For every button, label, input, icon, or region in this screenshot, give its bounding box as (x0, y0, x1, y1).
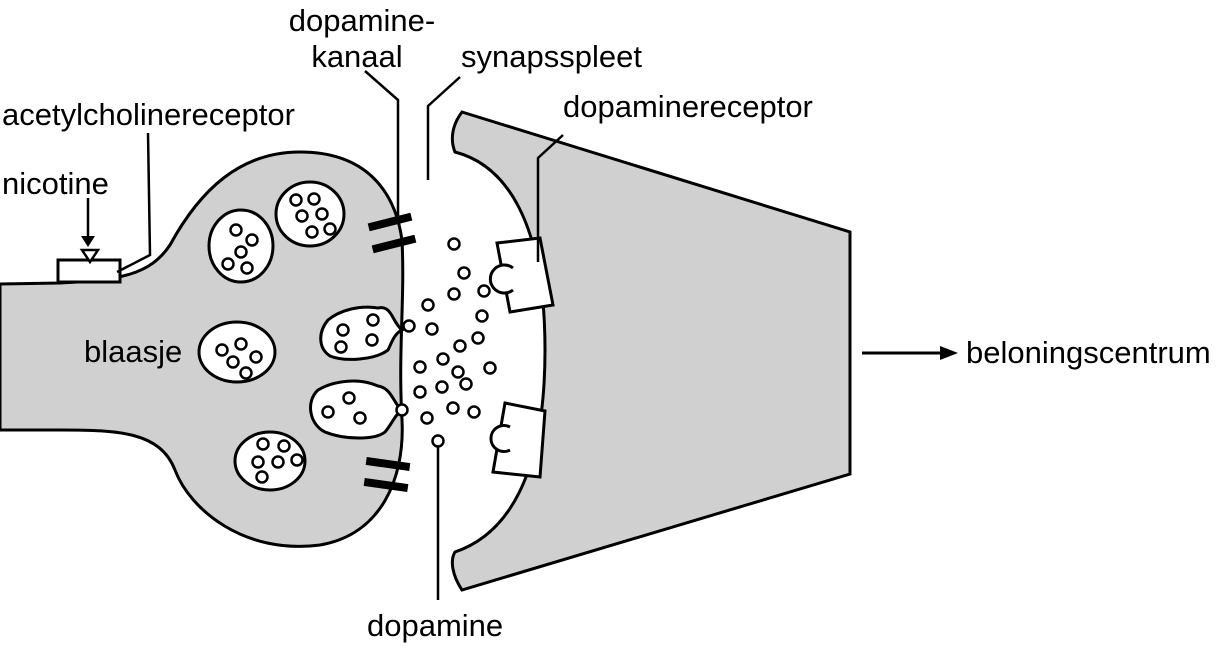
dopamine-molecule (295, 209, 309, 223)
dopamine-molecule (336, 323, 350, 337)
dopamine-molecule (342, 391, 356, 405)
dopamine-molecule (365, 333, 379, 347)
dopamine-molecule (459, 377, 473, 391)
dopamine-molecule (421, 298, 435, 312)
dopamine-molecule (289, 193, 303, 207)
dopamine-receptor-label: dopaminereceptor (563, 89, 813, 124)
dopamine-molecule (305, 225, 319, 239)
dopamine-channel (367, 212, 417, 254)
dopamine-molecule (447, 287, 461, 301)
dopamine-receptor (488, 236, 555, 314)
dopamine-molecule (290, 453, 304, 467)
dopamine-molecule (467, 405, 481, 419)
dopamine-molecule (431, 434, 445, 448)
dopamine-molecule (323, 222, 337, 236)
acetylcholine-receptor-label: acetylcholinereceptor (2, 97, 295, 132)
dopamine-molecule (215, 343, 229, 357)
dopamine-receptor (489, 401, 547, 479)
dopamine-molecule (425, 322, 439, 336)
dopamine-molecule (457, 266, 471, 280)
dopamine-molecule (483, 361, 497, 375)
dopamine-label: dopamine (367, 608, 504, 643)
dopamine-molecule (315, 207, 329, 221)
leader-lines (86, 70, 564, 600)
dopamine-molecule (255, 470, 269, 484)
reward-center-label: beloningscentrum (966, 335, 1211, 370)
dopamine-molecule (271, 455, 285, 469)
fusing-vesicle (309, 379, 405, 440)
dopamine-molecule (249, 350, 263, 364)
nicotine-molecule (79, 248, 101, 265)
dopamine-molecule (366, 313, 380, 327)
postsynaptic-neuron (450, 110, 852, 592)
dopamine-molecule (277, 439, 291, 453)
dopamine-molecule (245, 233, 259, 247)
dopamine-molecule (307, 192, 321, 206)
dopamine-molecule (251, 455, 265, 469)
acetylcholine-receptor (56, 258, 122, 284)
dopamine-molecule (353, 411, 367, 425)
dopamine-molecule (475, 309, 489, 323)
dopamine-molecule (413, 360, 427, 374)
nicotine-label: nicotine (2, 166, 109, 201)
dopamine-molecules (215, 192, 497, 484)
dopamine-molecule (420, 411, 434, 425)
dopamine-channel-label-line1: dopamine- (288, 3, 436, 38)
dopamine-molecule (451, 365, 465, 379)
synaptic-cleft-label: synapsspleet (461, 39, 642, 74)
nicotine-arrow-head (81, 236, 95, 247)
dopamine-molecule (477, 284, 491, 298)
dopamine-molecule (453, 339, 467, 353)
dopamine-channel (363, 456, 411, 493)
dopamine-molecule (436, 352, 450, 366)
dopamine-molecule (229, 223, 243, 237)
dopamine-molecule (221, 257, 235, 271)
vesicle (197, 320, 277, 384)
dopamine-molecule (413, 385, 427, 399)
dopamine-molecule (256, 437, 270, 451)
reward-arrow-head (940, 346, 958, 360)
dopamine-molecule (402, 319, 416, 333)
vesicle-label: blaasje (84, 334, 183, 369)
dopamine-molecule (239, 366, 253, 380)
dopamine-molecule (240, 261, 254, 275)
dopamine-molecule (334, 340, 348, 354)
dopamine-molecule (447, 237, 461, 251)
dopamine-molecule (226, 355, 240, 369)
dopamine-molecule (234, 337, 248, 351)
dopamine-molecule (446, 401, 460, 415)
dopamine-molecule (395, 403, 409, 417)
dopamine-molecule (321, 405, 335, 419)
dopamine-molecule (471, 331, 485, 345)
dopamine-molecule (234, 245, 248, 259)
dopamine-channel-label-line2: kanaal (311, 39, 403, 74)
dopamine-molecule (435, 380, 449, 394)
